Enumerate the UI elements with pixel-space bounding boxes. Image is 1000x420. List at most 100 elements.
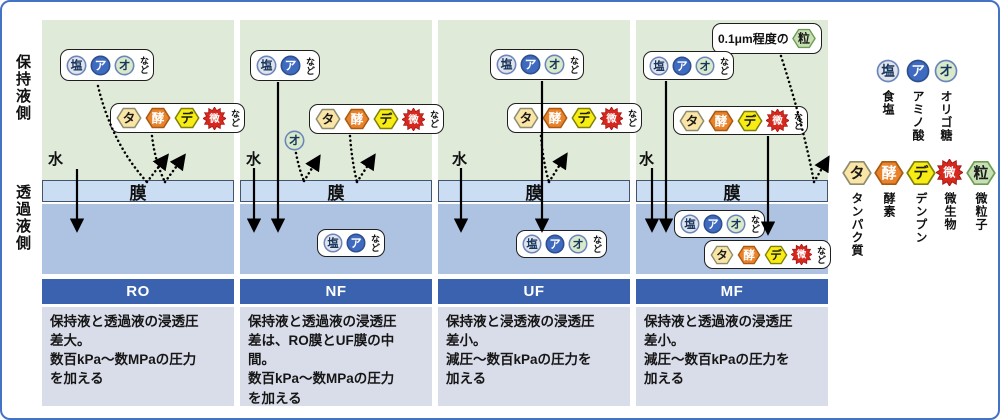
svg-text:微: 微 bbox=[605, 112, 617, 125]
ro-membrane-band: 膜 bbox=[42, 180, 234, 203]
svg-text:塩: 塩 bbox=[327, 236, 339, 250]
svg-text:ア: ア bbox=[350, 237, 361, 250]
etc-label: など bbox=[750, 215, 760, 233]
mf-particle-note-box: 0.1μm程度の 粒 bbox=[712, 23, 822, 54]
svg-text:タ: タ bbox=[849, 165, 864, 182]
etc-label: など bbox=[139, 56, 149, 74]
panel-mf: 膜 MF 保持液と透過液の浸透圧 差小。 減圧〜数百kPaの圧力を 加える 水 … bbox=[636, 20, 831, 406]
protein-icon: タ bbox=[315, 108, 341, 130]
svg-text:オ: オ bbox=[119, 58, 131, 72]
nf-membrane-band: 膜 bbox=[240, 180, 432, 203]
uf-permeate-box: 塩 ア オ など bbox=[516, 230, 607, 258]
etc-label: など bbox=[370, 234, 380, 252]
particle-icon: 粒 bbox=[791, 28, 816, 49]
svg-text:酵: 酵 bbox=[881, 164, 896, 182]
microbe-icon: 微 bbox=[766, 109, 789, 132]
enzyme-icon: 酵 bbox=[344, 108, 370, 130]
enzyme-icon: 酵 bbox=[737, 245, 761, 264]
ro-large-solutes-box: タ 酵 デ 微 など bbox=[110, 103, 245, 133]
nf-permeate-box: 塩 ア など bbox=[317, 229, 385, 257]
svg-text:デ: デ bbox=[744, 113, 757, 128]
panel-ro: 膜 RO 保持液と透過液の浸透圧 差大。 数百kPa〜数MPaの圧力 を加える … bbox=[42, 20, 245, 406]
enzyme-icon: 酵 bbox=[145, 107, 171, 129]
microbe-icon: 微 bbox=[402, 107, 425, 131]
etc-label: など bbox=[429, 110, 439, 128]
svg-text:オ: オ bbox=[572, 238, 583, 251]
ro-retentate-zone bbox=[42, 20, 234, 180]
uf-header: UF bbox=[438, 279, 630, 304]
etc-label: など bbox=[719, 56, 729, 75]
water-label: 水 bbox=[452, 151, 468, 168]
nf-description: 保持液と透過液の浸透圧 差は、RO膜とUF膜の中 間。 数百kPa〜数MPaの圧… bbox=[240, 307, 432, 406]
ro-header: RO bbox=[42, 279, 234, 304]
etc-label: など bbox=[592, 235, 602, 253]
legend-label-particle: 微粒子 bbox=[974, 192, 988, 231]
panel-nf: 膜 NF 保持液と透過液の浸透圧 差は、RO膜とUF膜の中 間。 数百kPa〜数… bbox=[240, 20, 444, 406]
oligosaccharide-icon: オ bbox=[544, 54, 565, 75]
oligosaccharide-icon: オ bbox=[114, 55, 135, 75]
svg-text:酵: 酵 bbox=[549, 110, 562, 125]
enzyme-icon: 酵 bbox=[708, 110, 734, 131]
svg-text:酵: 酵 bbox=[152, 110, 165, 125]
svg-text:酵: 酵 bbox=[743, 248, 755, 262]
amino-acid-icon: ア bbox=[545, 234, 565, 254]
particle-size-note: 0.1μm程度の bbox=[718, 32, 789, 46]
svg-text:デ: デ bbox=[578, 110, 591, 125]
mf-large-solutes-box: タ 酵 デ 微 など bbox=[673, 106, 808, 135]
svg-text:デ: デ bbox=[380, 111, 393, 126]
svg-text:オ: オ bbox=[699, 59, 710, 72]
legend-label-protein: タンパク質 bbox=[850, 192, 864, 257]
salt-icon: 塩 bbox=[66, 55, 87, 75]
salt-icon: 塩 bbox=[649, 56, 669, 75]
mf-small-solutes-box: 塩 ア オ など bbox=[643, 51, 734, 80]
enzyme-icon: 酵 bbox=[542, 107, 568, 129]
mf-membrane-band: 膜 bbox=[636, 180, 828, 203]
amino-acid-icon: ア bbox=[90, 55, 111, 75]
amino-acid-icon: ア bbox=[703, 214, 723, 234]
ro-permeate-zone bbox=[42, 204, 234, 274]
starch-icon: デ bbox=[571, 107, 597, 129]
svg-text:塩: 塩 bbox=[261, 59, 273, 73]
svg-text:タ: タ bbox=[322, 112, 335, 126]
svg-text:微: 微 bbox=[208, 112, 220, 125]
svg-text:タ: タ bbox=[520, 111, 533, 125]
microbe-icon: 微 bbox=[203, 106, 226, 130]
svg-text:タ: タ bbox=[716, 248, 728, 262]
svg-text:タ: タ bbox=[686, 114, 699, 128]
svg-text:塩: 塩 bbox=[71, 58, 83, 72]
mf-permeate-small-box: 塩 ア オ など bbox=[674, 210, 765, 238]
salt-icon: 塩 bbox=[496, 54, 517, 75]
etc-label: など bbox=[627, 109, 637, 127]
svg-text:微: 微 bbox=[942, 165, 956, 180]
svg-text:ア: ア bbox=[285, 59, 297, 73]
starch-icon: デ bbox=[764, 245, 788, 264]
starch-icon: デ bbox=[737, 110, 763, 131]
uf-large-solutes-box: タ 酵 デ 微 など bbox=[507, 103, 642, 133]
uf-description: 保持液と浸透液の浸透圧 差小。 減圧〜数百kPaの圧力を 加える bbox=[438, 307, 630, 406]
svg-text:ア: ア bbox=[549, 238, 560, 251]
svg-text:デ: デ bbox=[181, 110, 194, 125]
svg-text:微: 微 bbox=[796, 249, 807, 261]
svg-text:酵: 酵 bbox=[351, 111, 364, 126]
retentate-side-label: 保持液側 bbox=[14, 54, 31, 122]
svg-text:微: 微 bbox=[407, 113, 419, 126]
uf-retentate-zone bbox=[438, 20, 630, 180]
svg-text:塩: 塩 bbox=[501, 58, 513, 72]
salt-icon: 塩 bbox=[680, 214, 700, 234]
svg-text:ア: ア bbox=[95, 58, 107, 72]
legend-label-starch: デンプン bbox=[914, 192, 928, 244]
svg-text:ア: ア bbox=[525, 58, 537, 72]
amino-acid-icon: ア bbox=[346, 233, 366, 253]
uf-small-solutes-box: 塩 ア オ など bbox=[490, 49, 584, 80]
svg-text:粒: 粒 bbox=[798, 31, 810, 46]
svg-text:デ: デ bbox=[770, 248, 782, 262]
svg-text:塩: 塩 bbox=[653, 58, 665, 72]
ro-description: 保持液と透過液の浸透圧 差大。 数百kPa〜数MPaの圧力 を加える bbox=[42, 307, 234, 406]
legend-label-amino: アミノ酸 bbox=[911, 90, 925, 142]
panel-uf: 膜 UF 保持液と浸透液の浸透圧 差小。 減圧〜数百kPaの圧力を 加える 水 … bbox=[438, 20, 642, 406]
etc-label: など bbox=[569, 55, 579, 74]
amino-acid-icon: ア bbox=[906, 59, 930, 83]
mf-description: 保持液と透過液の浸透圧 差小。 減圧〜数百kPaの圧力を 加える bbox=[636, 307, 828, 406]
protein-icon: タ bbox=[842, 160, 872, 186]
